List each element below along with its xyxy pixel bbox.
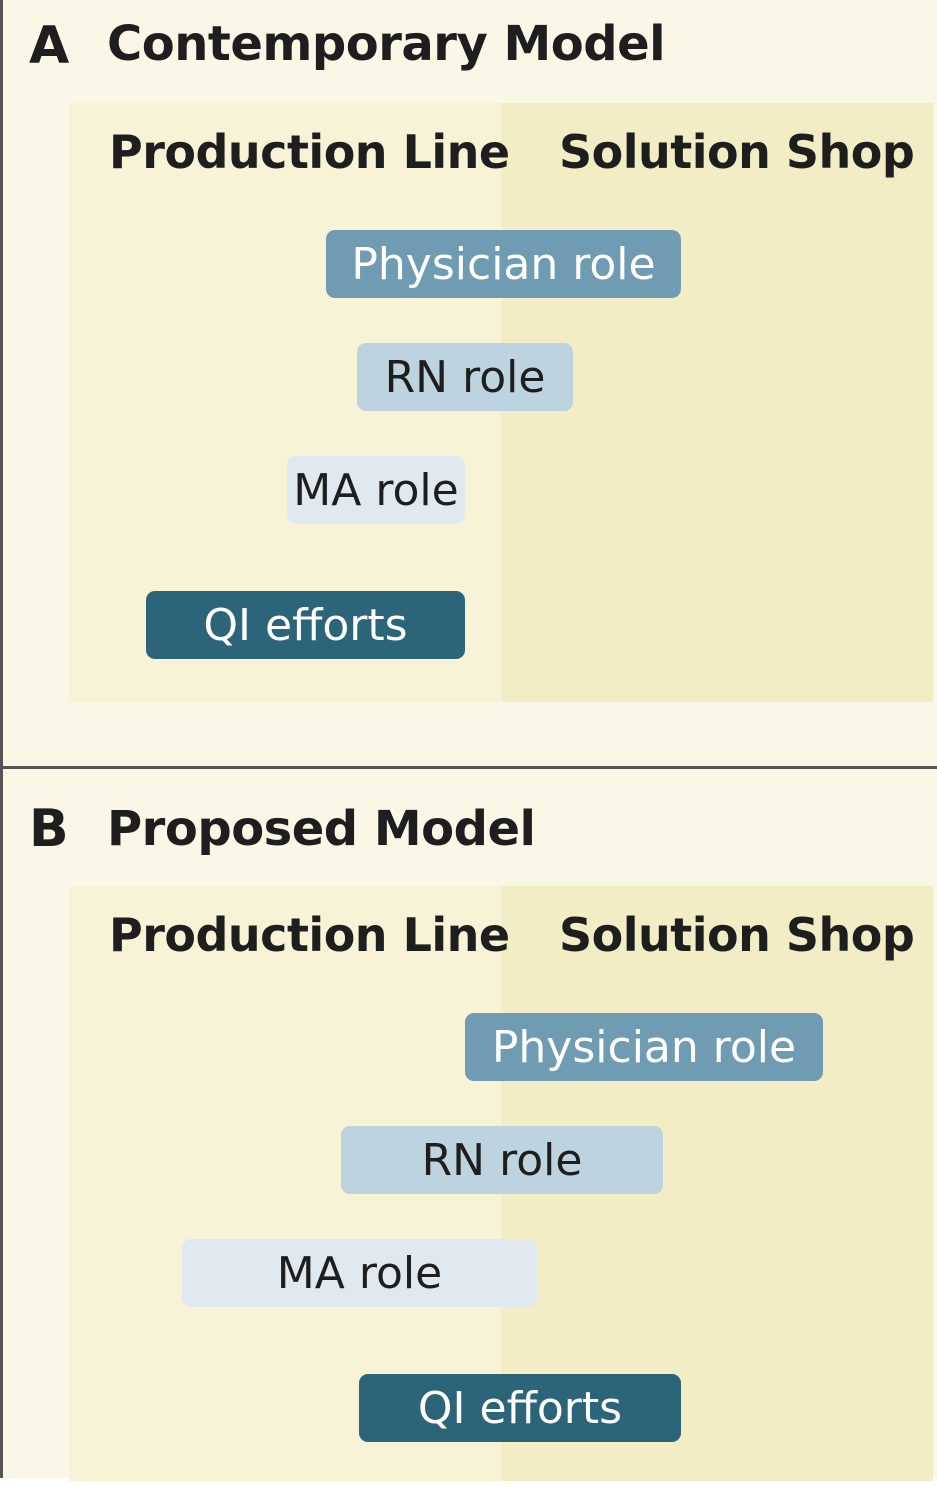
panel-title: Proposed Model bbox=[107, 801, 536, 857]
solution-shop-zone bbox=[501, 103, 933, 702]
physician-role-bar: Physician role bbox=[326, 230, 681, 298]
diagram-area: Production Line Solution Shop Physician … bbox=[69, 103, 933, 702]
ma-role-bar: MA role bbox=[287, 456, 465, 524]
panel-title: Contemporary Model bbox=[107, 16, 666, 72]
qi-efforts-bar: QI efforts bbox=[146, 591, 465, 659]
solution-shop-header: Solution Shop bbox=[559, 125, 915, 179]
panel-letter: A bbox=[29, 16, 70, 76]
physician-role-bar: Physician role bbox=[465, 1013, 823, 1081]
panel-letter: B bbox=[29, 799, 69, 859]
rn-role-bar: RN role bbox=[341, 1126, 663, 1194]
panel-contemporary-model: A Contemporary Model Production Line Sol… bbox=[0, 0, 937, 766]
production-line-header: Production Line bbox=[109, 125, 510, 179]
rn-role-bar: RN role bbox=[357, 343, 573, 411]
ma-role-bar: MA role bbox=[182, 1239, 537, 1307]
solution-shop-header: Solution Shop bbox=[559, 908, 915, 962]
qi-efforts-bar: QI efforts bbox=[359, 1374, 681, 1442]
diagram-area: Production Line Solution Shop Physician … bbox=[69, 886, 933, 1481]
panel-proposed-model: B Proposed Model Production Line Solutio… bbox=[0, 766, 937, 1481]
production-line-header: Production Line bbox=[109, 908, 510, 962]
